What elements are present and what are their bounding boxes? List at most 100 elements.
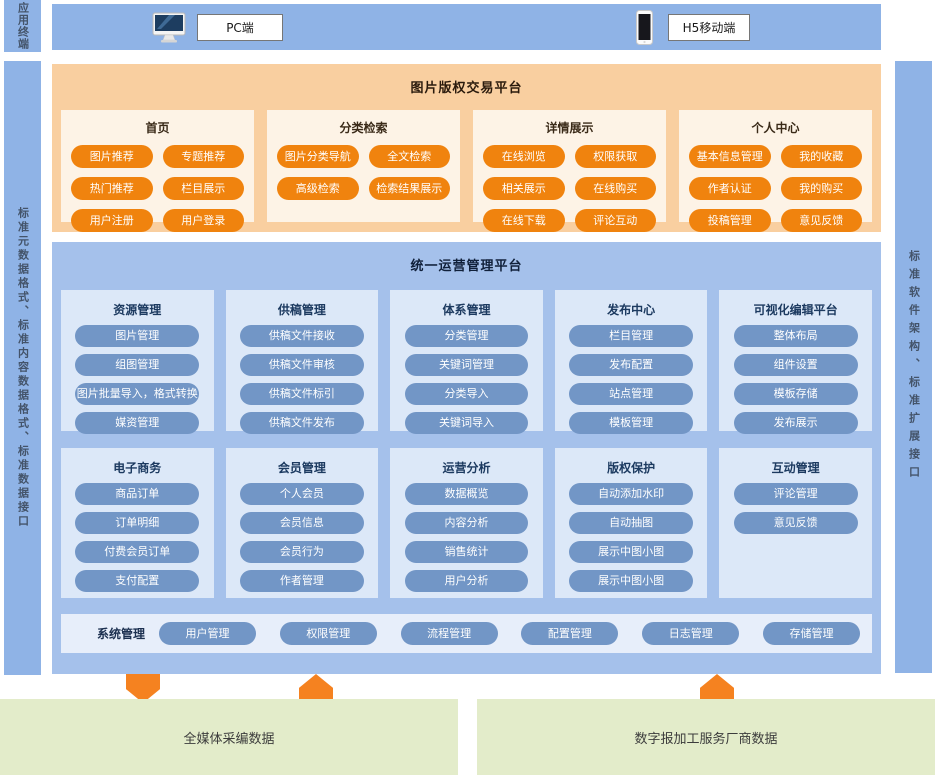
diagram-node: 栏目管理 [569, 325, 693, 347]
diagram-node: 模板存储 [733, 383, 858, 405]
standard-software-label: 标准软件架构、标准扩展接口 [907, 250, 921, 484]
diagram-node: 商品订单 [75, 483, 200, 505]
diagram-node: 自动抽图 [569, 512, 693, 534]
sidebar-standard-software: 标准软件架构、标准扩展接口 [895, 61, 932, 673]
ops-platform-panel: 统一运营管理平台 资源管理 图片管理 组图管理 图片批量导入，格式转换 媒资管理… [52, 242, 881, 674]
module-column-resource: 资源管理 图片管理 组图管理 图片批量导入，格式转换 媒资管理 [61, 290, 214, 434]
diagram-node: 配置管理 [521, 622, 619, 645]
diagram-node: 用户登录 [162, 209, 244, 232]
pc-terminal-box: PC端 [197, 14, 283, 41]
diagram-node: 评论管理 [733, 483, 858, 505]
module-column-visual-edit: 可视化编辑平台 整体布局 组件设置 模板存储 发布展示 [719, 290, 872, 434]
column-header: 首页 [145, 121, 170, 135]
diagram-node: 专题推荐 [162, 145, 244, 168]
diagram-node: 用户管理 [159, 622, 257, 645]
module-column-search: 分类检索 图片分类导航 全文检索 高级检索 检索结果展示 [267, 110, 460, 222]
diagram-node: 在线购买 [574, 177, 656, 200]
column-header: 个人中心 [751, 121, 800, 135]
module-column-personal: 个人中心 基本信息管理 我的收藏 作者认证 我的购买 投稿管理 意见反馈 [679, 110, 872, 232]
diagram-node: 流程管理 [400, 622, 498, 645]
standard-data-label: 标准元数据格式、标准内容数据格式、标准数据接口 [16, 207, 30, 529]
diagram-node: 发布配置 [569, 354, 693, 376]
diagram-node: 相关展示 [483, 177, 565, 200]
module-column-publish: 发布中心 栏目管理 发布配置 站点管理 模板管理 [554, 290, 708, 434]
module-column-copyright: 版权保护 自动添加水印 自动抽图 展示中图小图 展示中图小图 [554, 448, 708, 598]
diagram-node: 用户分析 [404, 570, 529, 592]
diagram-node: 在线下载 [483, 209, 565, 232]
diagram-node: 供稿文件接收 [239, 325, 364, 347]
module-column-analytics: 运营分析 数据概览 内容分析 销售统计 用户分析 [390, 448, 543, 598]
pc-terminal-label: PC端 [226, 21, 254, 35]
h5-terminal-box: H5移动端 [668, 14, 750, 41]
diagram-node: 图片管理 [75, 325, 200, 347]
diagram-node: 基本信息管理 [689, 145, 771, 168]
system-management-row: 系统管理 用户管理 权限管理 流程管理 配置管理 日志管理 存储管理 [61, 614, 872, 653]
diagram-node: 图片批量导入，格式转换 [75, 383, 200, 405]
column-header: 版权保护 [607, 461, 656, 475]
diagram-node: 订单明细 [75, 512, 200, 534]
diagram-node: 供稿文件发布 [239, 412, 364, 434]
ops-row-2: 电子商务 商品订单 订单明细 付费会员订单 支付配置 会员管理 个人会员 会员信… [61, 448, 872, 598]
source-omni-media-data: 全媒体采编数据 [0, 699, 458, 775]
module-column-interaction: 互动管理 评论管理 意见反馈 [719, 448, 872, 598]
column-header: 互动管理 [771, 461, 820, 475]
diagram-node: 供稿文件审核 [239, 354, 364, 376]
diagram-node: 热门推荐 [71, 177, 153, 200]
diagram-node: 用户注册 [71, 209, 153, 232]
diagram-node: 整体布局 [733, 325, 858, 347]
diagram-node: 供稿文件标引 [239, 383, 364, 405]
diagram-node: 我的收藏 [780, 145, 862, 168]
diagram-node: 在线浏览 [483, 145, 565, 168]
source-digital-newspaper-data: 数字报加工服务厂商数据 [477, 699, 935, 775]
module-column-member: 会员管理 个人会员 会员信息 会员行为 作者管理 [225, 448, 379, 598]
diagram-node: 自动添加水印 [569, 483, 693, 505]
diagram-node: 评论互动 [574, 209, 656, 232]
trade-platform-title: 图片版权交易平台 [410, 81, 523, 96]
diagram-node: 图片分类导航 [277, 145, 359, 168]
diagram-node: 会员信息 [239, 512, 364, 534]
diagram-node: 我的购买 [780, 177, 862, 200]
diagram-node: 作者认证 [689, 177, 771, 200]
diagram-node: 分类导入 [404, 383, 529, 405]
smartphone-icon [636, 10, 653, 45]
diagram-node: 权限管理 [279, 622, 377, 645]
column-header: 体系管理 [442, 303, 491, 317]
sidebar-app-terminal: 应用终端 [4, 0, 41, 52]
diagram-node: 栏目展示 [162, 177, 244, 200]
module-column-detail: 详情展示 在线浏览 权限获取 相关展示 在线购买 在线下载 评论互动 [473, 110, 666, 232]
diagram-node: 展示中图小图 [569, 541, 693, 563]
column-header: 电子商务 [113, 461, 162, 475]
sidebar-standard-data: 标准元数据格式、标准内容数据格式、标准数据接口 [4, 61, 41, 675]
diagram-node: 日志管理 [642, 622, 740, 645]
terminal-bar: PC端 H5移动端 [52, 4, 881, 50]
diagram-node: 组件设置 [733, 354, 858, 376]
diagram-node: 意见反馈 [733, 512, 858, 534]
diagram-node: 存储管理 [763, 622, 860, 645]
app-terminal-label: 应用终端 [16, 2, 30, 50]
diagram-node: 检索结果展示 [368, 177, 450, 200]
module-column-ecommerce: 电子商务 商品订单 订单明细 付费会员订单 支付配置 [61, 448, 214, 598]
column-header: 详情展示 [545, 121, 594, 135]
module-column-contribution: 供稿管理 供稿文件接收 供稿文件审核 供稿文件标引 供稿文件发布 [225, 290, 379, 434]
diagram-node: 权限获取 [574, 145, 656, 168]
diagram-node: 个人会员 [239, 483, 364, 505]
diagram-node: 图片推荐 [71, 145, 153, 168]
system-management-label: 系统管理 [97, 627, 146, 641]
column-header: 分类检索 [339, 121, 388, 135]
ops-platform-title: 统一运营管理平台 [410, 259, 523, 274]
diagram-node: 高级检索 [277, 177, 359, 200]
diagram-node: 数据概览 [404, 483, 529, 505]
diagram-node: 全文检索 [368, 145, 450, 168]
trade-platform-panel: 图片版权交易平台 首页 图片推荐 专题推荐 热门推荐 栏目展示 用户注册 用户登… [52, 64, 881, 232]
column-header: 会员管理 [277, 461, 326, 475]
diagram-node: 分类管理 [404, 325, 529, 347]
diagram-node: 投稿管理 [689, 209, 771, 232]
diagram-node: 模板管理 [569, 412, 693, 434]
column-header: 资源管理 [113, 303, 162, 317]
diagram-node: 发布展示 [733, 412, 858, 434]
diagram-node: 关键词导入 [404, 412, 529, 434]
module-column-home: 首页 图片推荐 专题推荐 热门推荐 栏目展示 用户注册 用户登录 [61, 110, 254, 232]
diagram-node: 销售统计 [404, 541, 529, 563]
source-label: 全媒体采编数据 [183, 731, 275, 747]
column-header: 发布中心 [607, 303, 656, 317]
